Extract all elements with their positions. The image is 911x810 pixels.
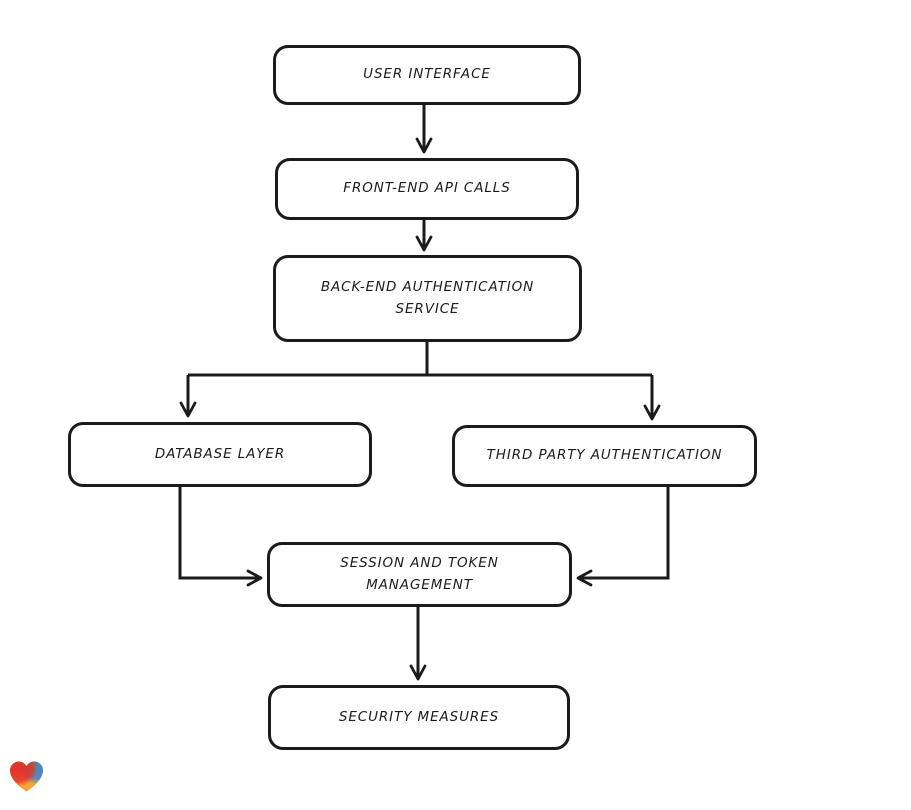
node-user-interface: USER INTERFACE [273, 45, 581, 105]
gradient-heart-logo[interactable] [10, 761, 43, 792]
node-security-measures: SECURITY MEASURES [268, 685, 570, 750]
node-front-end-api-calls: FRONT-END API CALLS [275, 158, 579, 220]
node-database-layer: DATABASE LAYER [68, 422, 372, 487]
node-third-party-authentication: THIRD PARTY AUTHENTICATION [452, 425, 757, 487]
heart-shape [10, 761, 43, 792]
node-back-end-authentication-service: BACK-END AUTHENTICATION SERVICE [273, 255, 582, 342]
node-session-and-token-management: SESSION AND TOKEN MANAGEMENT [267, 542, 572, 607]
edge-database-to-session [178, 487, 263, 587]
edge-thirdparty-to-session [576, 487, 670, 587]
